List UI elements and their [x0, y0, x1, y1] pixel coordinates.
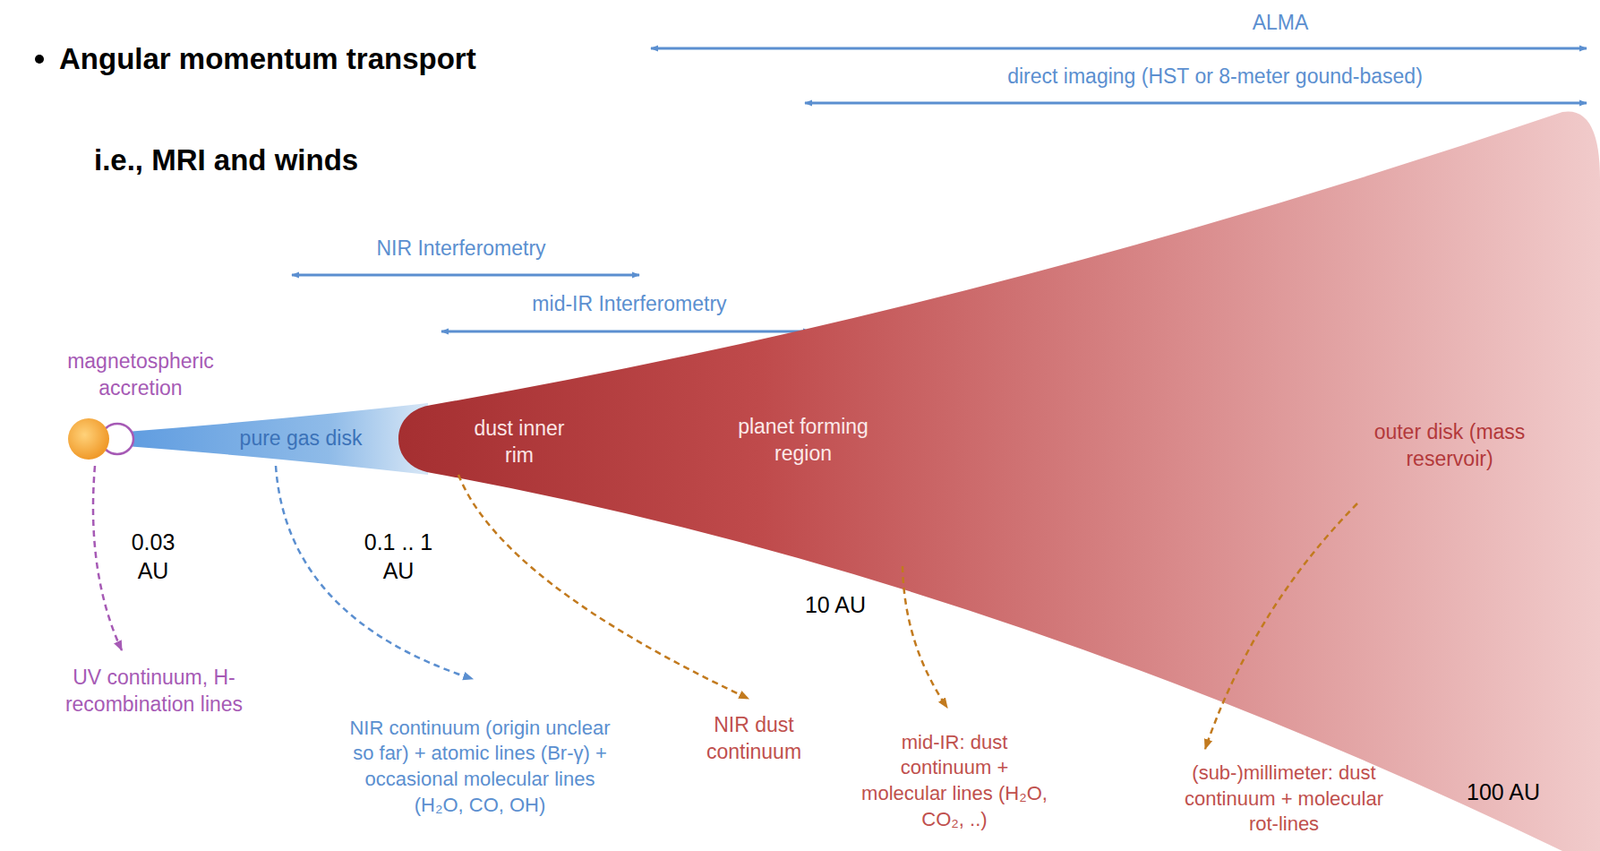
leader-arrow — [902, 565, 948, 708]
region-label: pure gas disk — [224, 425, 377, 453]
range-arrow — [650, 47, 1587, 51]
range-arrow — [291, 273, 640, 277]
bullet-heading: Angular momentum transport — [59, 40, 633, 79]
leader-arrow — [458, 474, 749, 699]
emission-label: (sub-)millimeter: dust continuum + molec… — [1176, 760, 1392, 838]
emission-label: NIR continuum (origin unclear so far) + … — [341, 715, 619, 818]
distance-label: 10 AU — [786, 590, 885, 620]
gas-disk — [114, 402, 428, 475]
emission-label: UV continuum, H-recombination lines — [24, 664, 284, 719]
star — [68, 418, 110, 460]
bullet-subheading: i.e., MRI and winds — [94, 141, 471, 180]
distance-label: 100 AU — [1449, 777, 1558, 807]
emission-label: mid-IR: dust continuum + molecular lines… — [860, 729, 1049, 832]
range-label: mid-IR Interferometry — [477, 290, 782, 318]
range-label: direct imaging (HST or 8-meter gound-bas… — [928, 63, 1502, 91]
region-label: dust inner rim — [461, 415, 578, 470]
distance-label: 0.03 AU — [121, 527, 185, 586]
range-label: ALMA — [1208, 9, 1352, 37]
range-arrow — [804, 102, 1587, 105]
leader-arrow — [93, 465, 122, 651]
distance-label: 0.1 .. 1 AU — [353, 527, 444, 586]
range-label: NIR Interferometry — [326, 235, 596, 263]
region-label: magnetospheric accretion — [51, 348, 231, 403]
range-arrow — [441, 330, 811, 334]
region-label: planet forming region — [713, 413, 893, 468]
leader-arrow — [275, 465, 473, 679]
dust-disk — [398, 111, 1600, 851]
leader-arrow — [1205, 503, 1358, 749]
emission-label: NIR dust continuum — [695, 711, 813, 766]
region-label: outer disk (mass reservoir) — [1353, 419, 1547, 473]
bullet-dot — [34, 54, 44, 64]
